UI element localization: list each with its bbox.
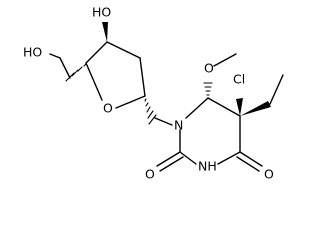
bond-c2-o-b — [159, 156, 184, 172]
bond-c1-o4 — [115, 95, 146, 109]
atom-label-hydroxyl-3prime: HO — [92, 5, 111, 20]
atom-label-hydroxyl-5prime: HO — [23, 45, 42, 60]
atom-label-carbonyl-oxygen-4: O — [264, 167, 274, 182]
hash-bond-c6-o — [203, 82, 213, 96]
bond-n1-c6 — [185, 97, 209, 119]
atom-label-chlorine: Cl — [233, 72, 245, 87]
atom-label-oxygen-methoxy: O — [204, 61, 214, 76]
hash-bond-c4-c5 — [65, 63, 87, 82]
bond-ethyl-ch2-ch3 — [269, 74, 284, 105]
bond-n3-c2 — [179, 151, 197, 165]
chemical-structure: HO HO O N NH O Cl O O — [23, 5, 284, 182]
atom-label-nitrogen-1: N — [174, 118, 183, 133]
wedge-bond-c5-cl — [236, 98, 243, 116]
pyrimidine-ring — [179, 97, 241, 165]
wedge-bond-c3-oh — [102, 22, 108, 42]
atom-label-carbonyl-oxygen-2: O — [145, 167, 155, 182]
bond-o5-h — [49, 53, 61, 59]
bond-c6-c5 — [207, 97, 241, 117]
bond-o4-c4 — [85, 62, 103, 101]
bond-c4-c3 — [85, 41, 108, 64]
atom-label-nitrogen-3: NH — [198, 159, 217, 174]
bond-c1-n1 — [154, 117, 173, 126]
bond-c4-o-b — [236, 156, 260, 172]
hash-bond-c1-n1 — [144, 98, 157, 125]
bond-c4-o-a — [239, 151, 263, 167]
atom-label-ring-oxygen: O — [103, 101, 113, 116]
wedge-bond-c5-ethyl — [240, 101, 271, 116]
bond-o-methyl — [213, 53, 237, 67]
bond-c2-o-a — [156, 151, 181, 167]
bond-c2-c1 — [139, 57, 146, 97]
bond-c5-o5 — [59, 57, 71, 79]
bond-c4-n3 — [217, 151, 241, 165]
bond-c3-c2 — [106, 41, 141, 59]
deoxyribose-ring — [85, 41, 146, 109]
